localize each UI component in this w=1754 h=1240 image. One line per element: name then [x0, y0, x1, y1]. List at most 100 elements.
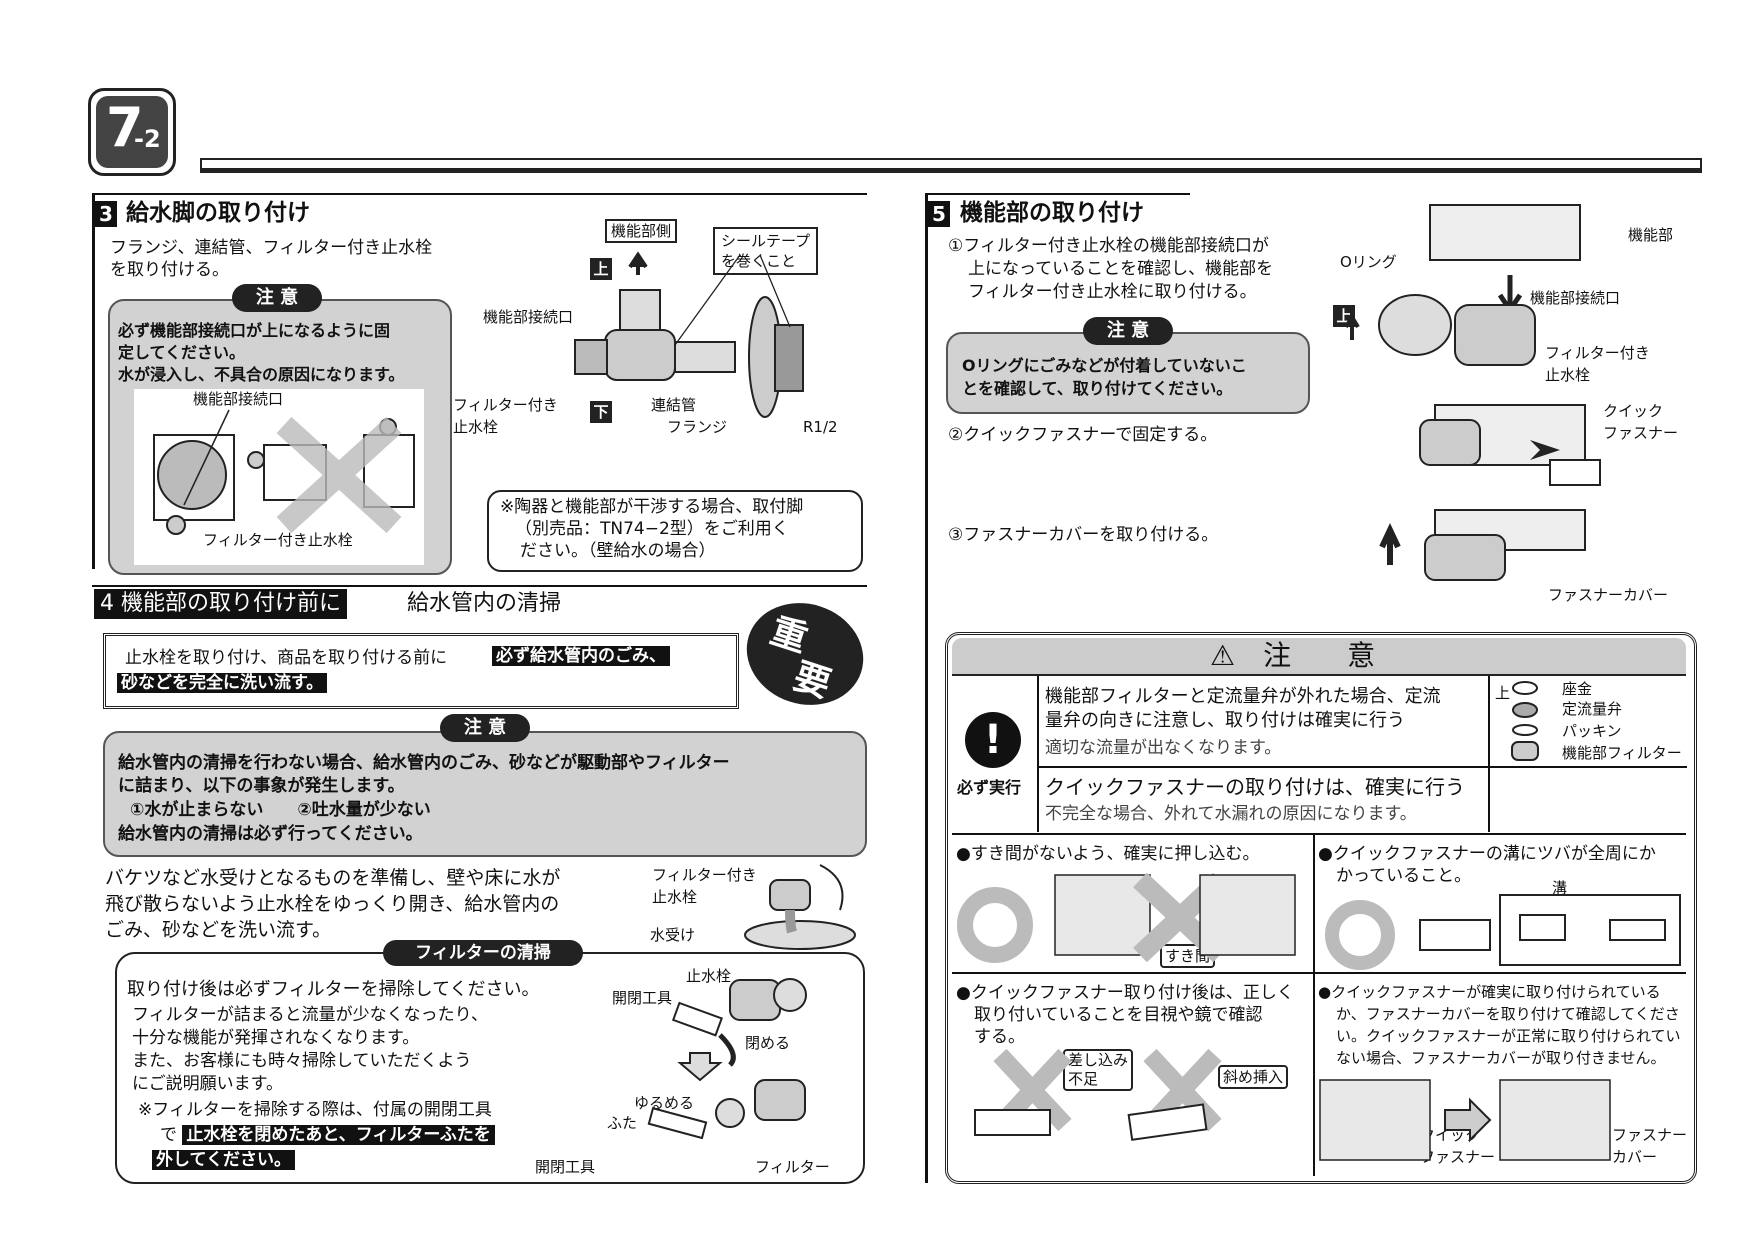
parts-seat-label: 座金 — [1562, 680, 1593, 698]
section5-step2: ②クイックファスナーで固定する。 — [948, 425, 1218, 445]
filter-line2: フィルターが詰まると流量が少なくなったり、 — [132, 1005, 488, 1025]
section3-note3: ださい。（壁給水の場合） — [520, 541, 716, 561]
section3-note1: ※陶器と機能部が干渉する場合、取付脚 — [500, 497, 804, 517]
parts-stack-figure — [1511, 681, 1539, 761]
up-marker: 上 — [590, 258, 612, 280]
grid-center-rule — [1313, 833, 1315, 1176]
grid4-figure — [1319, 1079, 1611, 1161]
section4-caution1: 給水管内の清掃を行わない場合、給水管内のごみ、砂などが駆動部やフィルター — [118, 753, 730, 773]
section3-note2: （別売品：TN74−2型）をご利用く — [515, 519, 789, 539]
diagram-valve-label2: 止水栓 — [453, 418, 499, 436]
warn-r1c: 適切な流量が出なくなります。 — [1045, 738, 1282, 758]
orientation-figure — [153, 409, 415, 535]
warning-panel — [945, 632, 1697, 1184]
grid2-text-a: ●クイックファスナーの溝にツバが全周にか — [1318, 844, 1656, 864]
warn-r1a: 機能部フィルターと定流量弁が外れた場合、定流 — [1045, 686, 1441, 707]
warn-r2b: 不完全な場合、外れて水漏れの原因になります。 — [1045, 804, 1417, 824]
section4-caution2: に詰まり、以下の事象が発生します。 — [118, 776, 405, 796]
section5-title: 機能部の取り付け — [960, 200, 1144, 226]
valve-assembly-figure — [574, 251, 804, 418]
section5-number: 5 — [928, 201, 950, 227]
section4-box-a: 止水栓を取り付け、商品を取り付ける前に — [125, 648, 448, 668]
diagram-pipe-label: 連結管 — [651, 396, 697, 414]
tool-fig-close-label: 閉める — [745, 1034, 791, 1052]
s5-valve-label1: フィルター付き — [1545, 344, 1650, 362]
section4-caution-label: 注 意 — [440, 714, 530, 742]
s5-port-label: 機能部接続口 — [1530, 289, 1621, 307]
grid3-text-c: する。 — [974, 1027, 1025, 1047]
section3-fig-label-bottom: フィルター付き止水栓 — [203, 531, 353, 549]
grid2-text-b: かっていること。 — [1336, 866, 1472, 886]
warn-r1b: 量弁の向きに注意し、取り付けは確実に行う — [1045, 710, 1405, 731]
grid3-text-b: 取り付いていることを目視や鏡で確認 — [974, 1005, 1263, 1025]
s5-oring-label: Oリング — [1340, 253, 1397, 271]
s5-qf-label2: ファスナー — [1603, 424, 1679, 442]
badge-number: 7 — [106, 96, 144, 159]
section4-title-block: 4 機能部の取り付け前に — [94, 589, 347, 619]
section5-caution2: とを確認して、取り付けてください。 — [962, 379, 1233, 398]
filter-line7b: 止水栓を閉めたあと、フィルターふたを — [182, 1125, 495, 1145]
header-rule — [200, 158, 1702, 173]
grid4-cv2: カバー — [1612, 1148, 1658, 1166]
tool-fig-lid-label: ふた — [607, 1114, 638, 1132]
section4-para2: 飛び散らないよう止水栓をゆっくり開き、給水管内の — [105, 893, 560, 915]
grid3-text-a: ●クイックファスナー取り付け後は、正しく — [956, 983, 1294, 1003]
warn-r2a: クイックファスナーの取り付けは、確実に行う — [1045, 775, 1465, 799]
filter-line5: にご説明願います。 — [132, 1074, 283, 1094]
warning-header — [952, 638, 1686, 676]
section3-fig-label-top: 機能部接続口 — [193, 390, 284, 408]
diagram-port-label: 機能部接続口 — [483, 308, 574, 326]
flush-bucket-label: 水受け — [650, 926, 696, 944]
important-badge: 重 要 — [733, 588, 877, 720]
left-column-rule — [92, 193, 95, 569]
down-marker-text: 下 — [593, 403, 609, 421]
section4-title-a: 4 機能部の取り付け前に — [100, 591, 341, 616]
section3-title: 給水脚の取り付け — [126, 200, 310, 226]
s5-valve-label2: 止水栓 — [1545, 366, 1591, 384]
section3-caution3: 水が浸入し、不具合の原因になります。 — [118, 365, 405, 384]
parts-filter-label: 機能部フィルター — [1562, 744, 1682, 762]
warn-row-rule — [1037, 766, 1687, 768]
tool-fig-loosen-label: ゆるめる — [634, 1094, 695, 1112]
section4-box-b: 必ず給水管内のごみ、 — [492, 645, 670, 668]
section3-desc2: を取り付ける。 — [110, 260, 229, 280]
diagram-flange-label: フランジ — [667, 418, 728, 436]
grid3-short-label: 差し込み 不足 — [1063, 1049, 1134, 1091]
filter-line3: 十分な機能が発揮されなくなります。 — [132, 1028, 420, 1048]
badge-sub: -2 — [134, 125, 161, 153]
grid4-text-b: か、ファスナーカバーを取り付けて確認してくださ — [1336, 1005, 1680, 1023]
grid2-figure — [1325, 894, 1681, 970]
diagram-seal-tape-label: シールテープ を巻くこと — [713, 227, 819, 275]
diagram-valve-label1: フィルター付き — [453, 396, 558, 414]
section5-top-rule — [925, 193, 1190, 195]
grid3-slant-label: 斜め挿入 — [1218, 1065, 1289, 1089]
filter-cleaning-title: フィルターの清掃 — [383, 940, 583, 966]
section4-title-b: 給水管内の清掃 — [407, 591, 562, 616]
section3-top-rule — [92, 193, 867, 195]
filter-line7a: で — [160, 1125, 177, 1145]
warning-title: ⚠ 注 意 — [1210, 639, 1376, 672]
flush-valve-label2: 止水栓 — [652, 888, 698, 906]
section3-number: 3 — [95, 201, 117, 227]
section5-step1c: フィルター付き止水栓に取り付ける。 — [968, 282, 1257, 302]
section-badge: 7 -2 — [88, 88, 176, 176]
grid3-short1: 差し込み — [1068, 1051, 1129, 1069]
grid4-cv1: ファスナー — [1612, 1126, 1688, 1144]
parts-up-label: 上 — [1495, 684, 1511, 702]
filter-line6: ※フィルターを掃除する際は、付属の開閉工具 — [138, 1100, 492, 1120]
tool-fig-filter-label: フィルター — [755, 1158, 830, 1176]
filter-line8-text: 外してください。 — [152, 1150, 295, 1170]
grid1-figure — [957, 872, 1296, 963]
grid4-text-d: ない場合、ファスナーカバーが取り付きません。 — [1336, 1049, 1666, 1067]
flush-valve-label1: フィルター付き — [652, 866, 757, 884]
filter-line7: で 止水栓を閉めたあと、フィルターふたを — [160, 1124, 495, 1147]
parts-packing-label: パッキン — [1562, 722, 1622, 740]
grid-middle-rule — [952, 972, 1686, 974]
section4-instruction-box — [103, 633, 739, 709]
tool-fig-valve-label: 止水栓 — [686, 967, 732, 985]
section4-para3: ごみ、砂などを洗い流す。 — [105, 919, 332, 941]
section3-caution2: 定してください。 — [118, 343, 246, 362]
grid3-short2: 不足 — [1068, 1070, 1099, 1088]
section4-caution4: 給水管内の清掃は必ず行ってください。 — [118, 824, 423, 844]
flush-figure — [744, 864, 856, 950]
